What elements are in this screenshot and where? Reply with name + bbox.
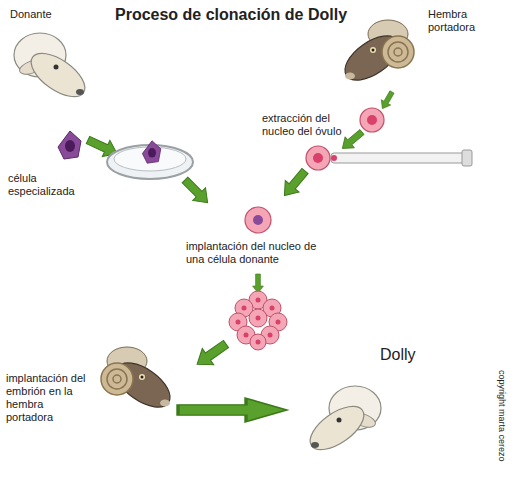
result-label: Dolly — [380, 345, 450, 364]
carrier-label: Hembra portadora — [428, 8, 508, 34]
diagram-title: Proceso de clonación de Dolly — [115, 6, 347, 24]
copyright-label: copyright marta cerezo — [496, 370, 508, 462]
donor-label: Donante — [10, 8, 100, 21]
step-label: implantación del nucleo de una célula do… — [186, 240, 328, 266]
step-label: extracción del nucleo del óvulo — [262, 112, 360, 138]
step-label: implantación del embrión en la hembra po… — [6, 372, 90, 424]
cell-label: célula especializada — [8, 172, 86, 198]
